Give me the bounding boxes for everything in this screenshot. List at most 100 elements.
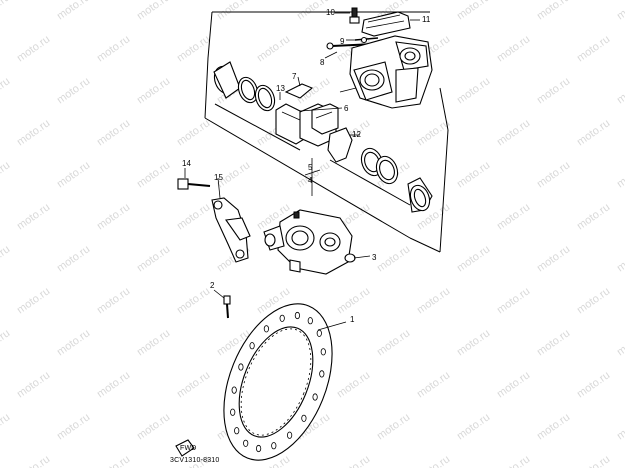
callout-7: 7	[292, 72, 297, 81]
callout-3: 3	[372, 253, 377, 262]
watermark-text: moto.ru	[95, 453, 132, 468]
bleed-screw	[335, 7, 360, 24]
front-tag-label: FWD	[180, 445, 197, 452]
watermark-text: moto.ru	[495, 453, 532, 468]
watermark-text: moto.ru	[175, 33, 212, 64]
watermark-text: moto.ru	[615, 327, 625, 358]
watermark-text: moto.ru	[215, 0, 252, 22]
watermark-text: moto.ru	[615, 243, 625, 274]
watermark-text: moto.ru	[335, 369, 372, 400]
watermark-text: moto.ru	[175, 201, 212, 232]
disc-hole	[231, 386, 237, 394]
watermark-text: moto.ru	[455, 243, 492, 274]
watermark-text: moto.ru	[15, 33, 52, 64]
callout-2: 2	[210, 281, 215, 290]
watermark-text: moto.ru	[0, 243, 12, 274]
disc-hole	[301, 414, 307, 422]
watermark-text: moto.ru	[575, 117, 612, 148]
callout-5: 5	[308, 163, 313, 172]
leader-lines-4-5	[304, 158, 321, 196]
watermark-text: moto.ru	[575, 285, 612, 316]
watermark-text: moto.ru	[55, 159, 92, 190]
disc-hole	[271, 442, 277, 450]
watermark-text: moto.ru	[95, 117, 132, 148]
watermark-text: moto.ru	[455, 411, 492, 442]
watermark-text: moto.ru	[415, 369, 452, 400]
watermark-text: moto.ru	[95, 201, 132, 232]
watermark-text: moto.ru	[495, 369, 532, 400]
disc-hole	[255, 444, 262, 453]
disc-hole	[249, 342, 255, 350]
watermark-text: moto.ru	[15, 453, 52, 468]
watermark-text: moto.ru	[455, 0, 492, 22]
watermark-text: moto.ru	[55, 0, 92, 22]
callout-4: 4	[308, 176, 313, 185]
caliper-upper	[339, 35, 433, 109]
disc-hole	[230, 408, 236, 416]
watermark-text: moto.ru	[175, 285, 212, 316]
watermark-text: moto.ru	[95, 369, 132, 400]
callout-9: 9	[340, 37, 345, 46]
callout-14: 14	[182, 159, 191, 168]
watermark-text: moto.ru	[135, 243, 172, 274]
disc-bolt	[213, 289, 231, 319]
pad-shim	[327, 127, 360, 163]
pad-cover	[361, 11, 420, 37]
watermark-text: moto.ru	[95, 33, 132, 64]
callout-1: 1	[350, 315, 355, 324]
watermark-text: moto.ru	[495, 201, 532, 232]
disc-drilled-holes	[230, 311, 326, 453]
disc-hole	[234, 427, 240, 435]
brake-disc	[223, 303, 347, 461]
disc-hole	[238, 363, 244, 371]
watermark-text: moto.ru	[575, 369, 612, 400]
watermark-text: moto.ru	[0, 75, 12, 106]
watermark-text: moto.ru	[575, 33, 612, 64]
pad-spring	[284, 76, 314, 99]
disc-hole	[263, 325, 269, 333]
disc-hole	[294, 311, 300, 320]
watermark-text: moto.ru	[55, 243, 92, 274]
watermark-text: moto.ru	[495, 285, 532, 316]
watermark-text: moto.ru	[135, 159, 172, 190]
watermark-text: moto.ru	[575, 453, 612, 468]
watermark-text: moto.ru	[0, 159, 12, 190]
disc-hole	[312, 393, 318, 401]
watermark-text: moto.ru	[415, 453, 452, 468]
watermark-text: moto.ru	[535, 411, 572, 442]
watermark-text: moto.ru	[15, 201, 52, 232]
watermark-text: moto.ru	[135, 411, 172, 442]
callout-10: 10	[326, 8, 335, 17]
watermark-text: moto.ru	[495, 33, 532, 64]
caliper-assembly	[263, 209, 371, 275]
watermark-text: moto.ru	[415, 285, 452, 316]
disc-hole	[316, 329, 322, 337]
disc-hole	[286, 431, 293, 439]
watermark-text: moto.ru	[295, 159, 332, 190]
watermark-text: moto.ru	[455, 75, 492, 106]
watermark-text: moto.ru	[535, 243, 572, 274]
watermark-text: moto.ru	[0, 327, 12, 358]
watermark-text: moto.ru	[375, 243, 412, 274]
seal-rings-upper	[213, 61, 276, 112]
watermark-text: moto.ru	[175, 369, 212, 400]
watermark-text: moto.ru	[575, 201, 612, 232]
watermark-text: moto.ru	[135, 75, 172, 106]
watermark-text: moto.ru	[615, 411, 625, 442]
watermark-text: moto.ru	[175, 117, 212, 148]
seal-rings-lower	[360, 147, 433, 213]
watermark-text: moto.ru	[455, 327, 492, 358]
brake-pads	[275, 92, 343, 147]
watermark-text: moto.ru	[135, 327, 172, 358]
watermark-text: moto.ru	[535, 75, 572, 106]
watermark-text: moto.ru	[15, 285, 52, 316]
watermark-text: moto.ru	[135, 0, 172, 22]
watermark-text: moto.ru	[455, 159, 492, 190]
watermark-text: moto.ru	[55, 75, 92, 106]
watermark-text: moto.ru	[375, 327, 412, 358]
watermark-text: moto.ru	[335, 285, 372, 316]
callout-12: 12	[352, 130, 361, 139]
diagram-code: 3CV1310-8310	[170, 457, 220, 464]
caliper-bracket	[211, 177, 251, 263]
